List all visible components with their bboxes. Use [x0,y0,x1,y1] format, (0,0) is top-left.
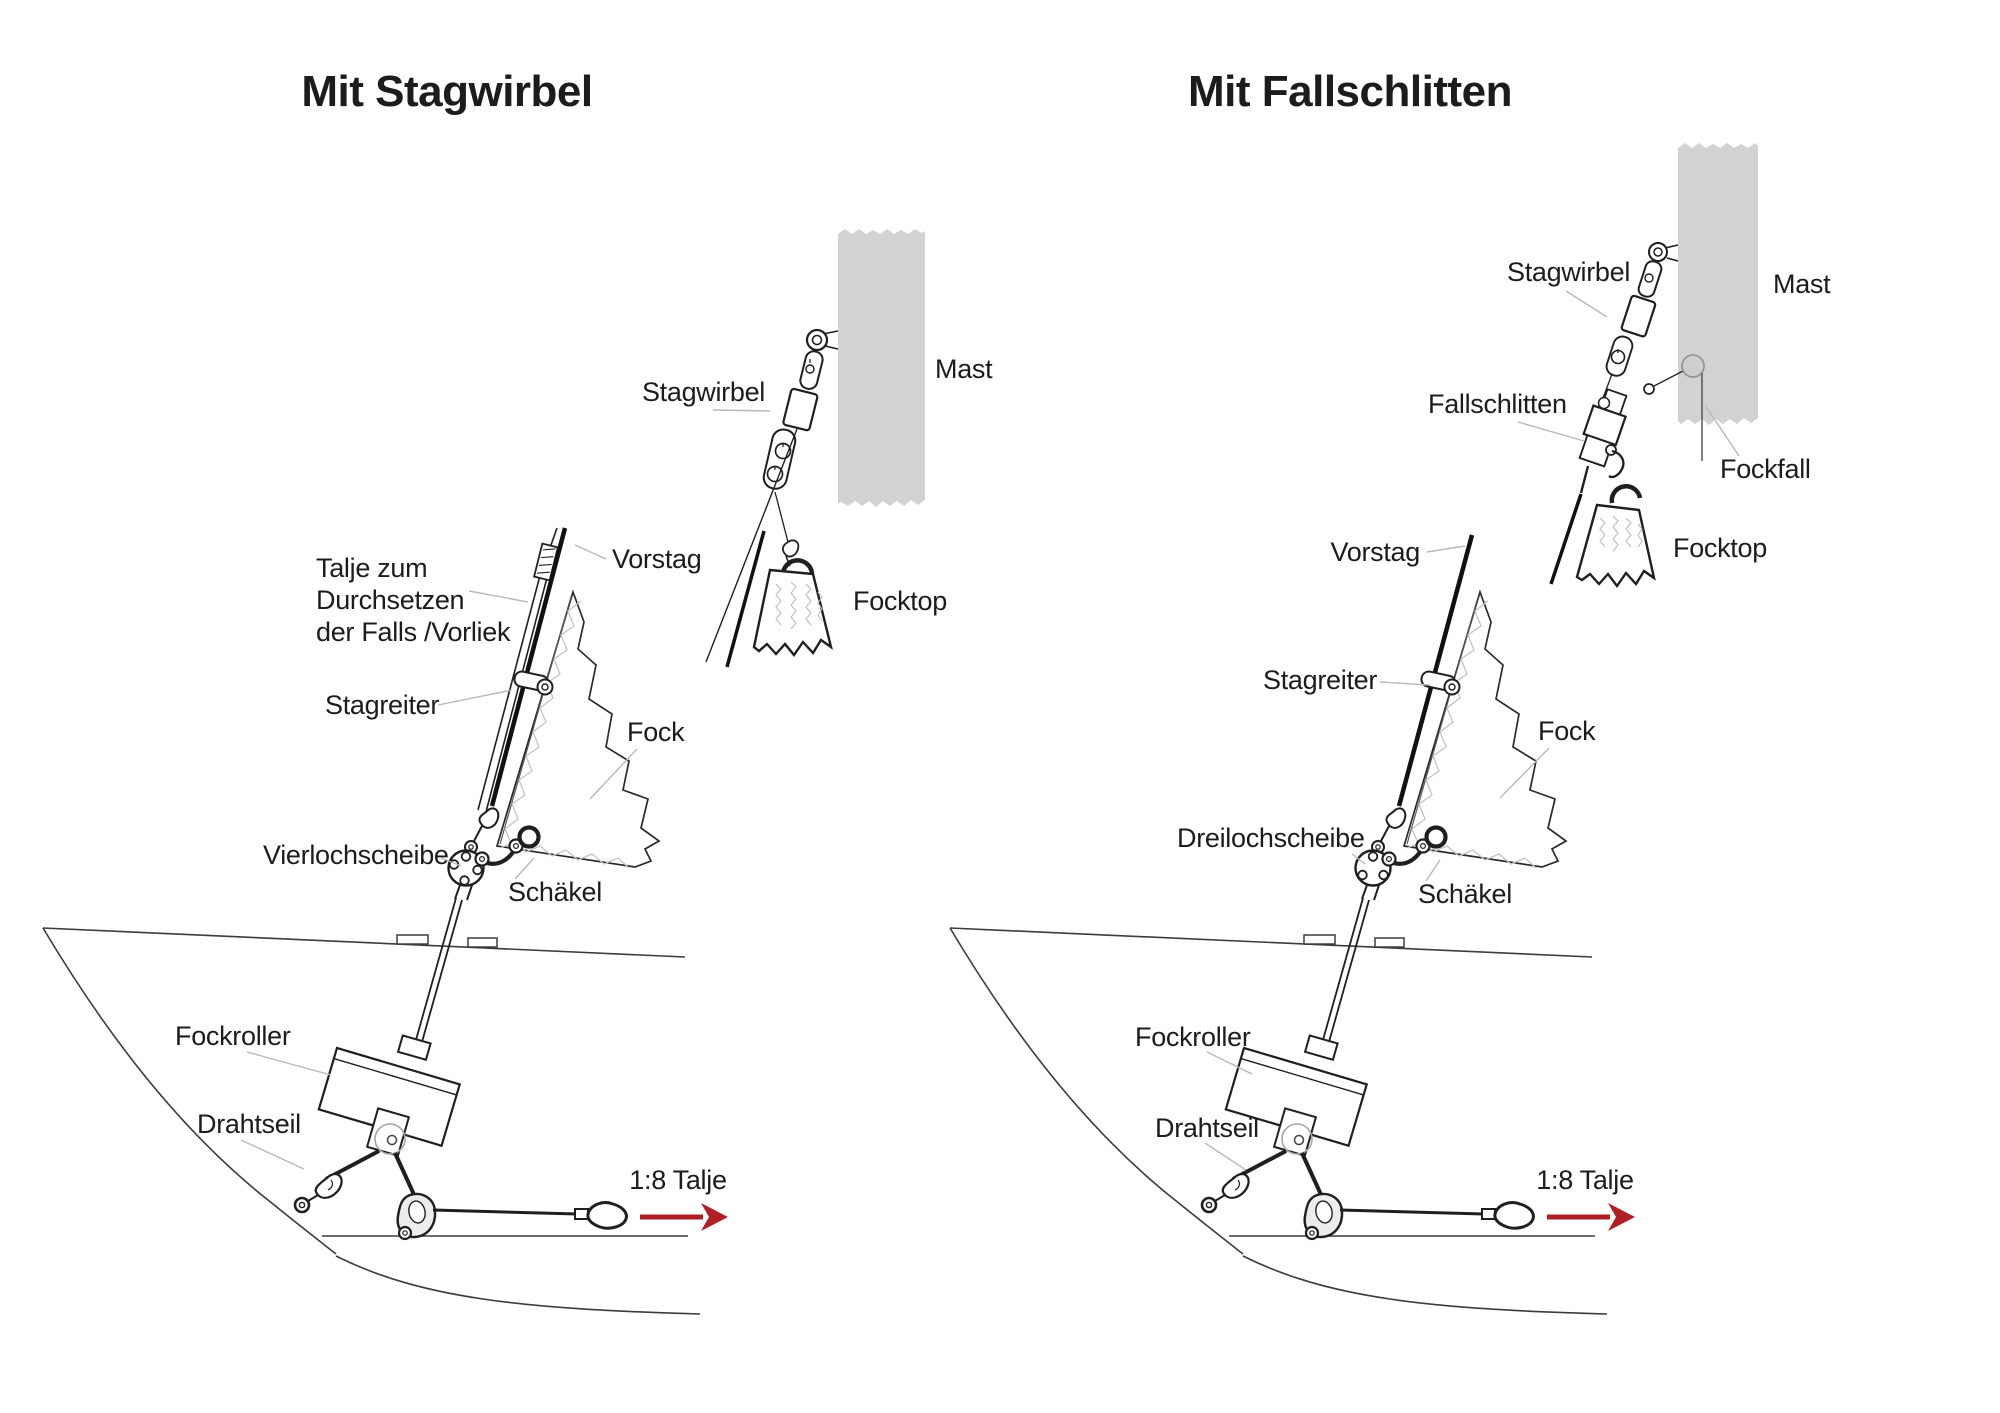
right-inset-stagwirbel-label: Stagwirbel [1507,257,1630,287]
right-vorstag-line [1396,534,1475,807]
right-talje18-label: 1:8 Talje [1536,1165,1633,1195]
right-inset-fockfall-pulley [1681,354,1705,378]
right-tackle [1200,896,1536,1241]
left-inset: Stagwirbel Mast Focktop [642,229,993,668]
right-inset-fockfall-label: Fockfall [1720,454,1811,484]
right-vorstag-label: Vorstag [1331,537,1420,567]
left-talje-label-line1: Talje zum [316,553,427,583]
left-fockroller-label: Fockroller [175,1021,291,1051]
left-schaekel-label: Schäkel [508,877,602,907]
left-talje-label-line2: Durchsetzen [316,585,464,615]
right-drahtseil-label: Drahtseil [1155,1113,1259,1143]
right-fock-label: Fock [1538,716,1596,746]
left-vierlochscheibe-label: Vierlochscheibe [263,840,449,870]
left-vierlochscheibe-plate [447,849,485,901]
left-inset-mast [838,229,925,507]
left-fock-label: Fock [627,717,685,747]
right-stagreiter-clip [1419,669,1461,696]
left-diagram: Mit Stagwirbel [42,67,993,1315]
right-dreilochscheibe-label: Dreilochscheibe [1177,823,1365,853]
left-drahtseil-label: Drahtseil [197,1109,301,1139]
right-stagreiter-label: Stagreiter [1263,665,1377,695]
left-vorstag-label: Vorstag [612,544,701,574]
left-stagreiter-clip [512,669,554,696]
left-stagreiter-label: Stagreiter [325,690,439,720]
left-talje18-label: 1:8 Talje [629,1165,726,1195]
left-stay-hook [464,807,500,854]
left-talje-arrow [640,1203,728,1231]
left-inset-mast-label: Mast [935,354,993,384]
left-tackle [293,896,629,1241]
right-inset-mast [1678,143,1758,425]
right-schaekel-label: Schäkel [1418,879,1512,909]
left-talje-label-line3: der Falls /Vorliek [316,617,511,647]
left-labels: Vorstag Talje zum Durchsetzen der Falls … [175,544,727,1195]
right-inset-fallschlitten-label: Fallschlitten [1428,389,1567,419]
left-vorstag-line [489,527,568,807]
left-inset-stagwirbel-assembly [705,328,839,668]
right-inset-focktop-label: Focktop [1673,533,1767,563]
left-title: Mit Stagwirbel [301,67,592,116]
right-talje-arrow [1547,1203,1635,1231]
left-inset-stagwirbel-leader [712,409,771,412]
right-diagram: Mit Fallschlitten [949,67,1831,1315]
right-inset-mast-label: Mast [1773,269,1831,299]
right-labels: Vorstag Stagreiter Fock Dreilochscheibe … [1135,537,1634,1195]
left-inset-stagwirbel-label: Stagwirbel [642,377,765,407]
right-fockroller-label: Fockroller [1135,1022,1251,1052]
right-inset-assembly [1549,242,1705,589]
left-inset-focktop-label: Focktop [853,586,947,616]
right-inset: Stagwirbel Mast Fallschlitten Fockfall F… [1428,143,1831,589]
right-title: Mit Fallschlitten [1188,67,1512,116]
right-stay-hook [1371,807,1407,854]
